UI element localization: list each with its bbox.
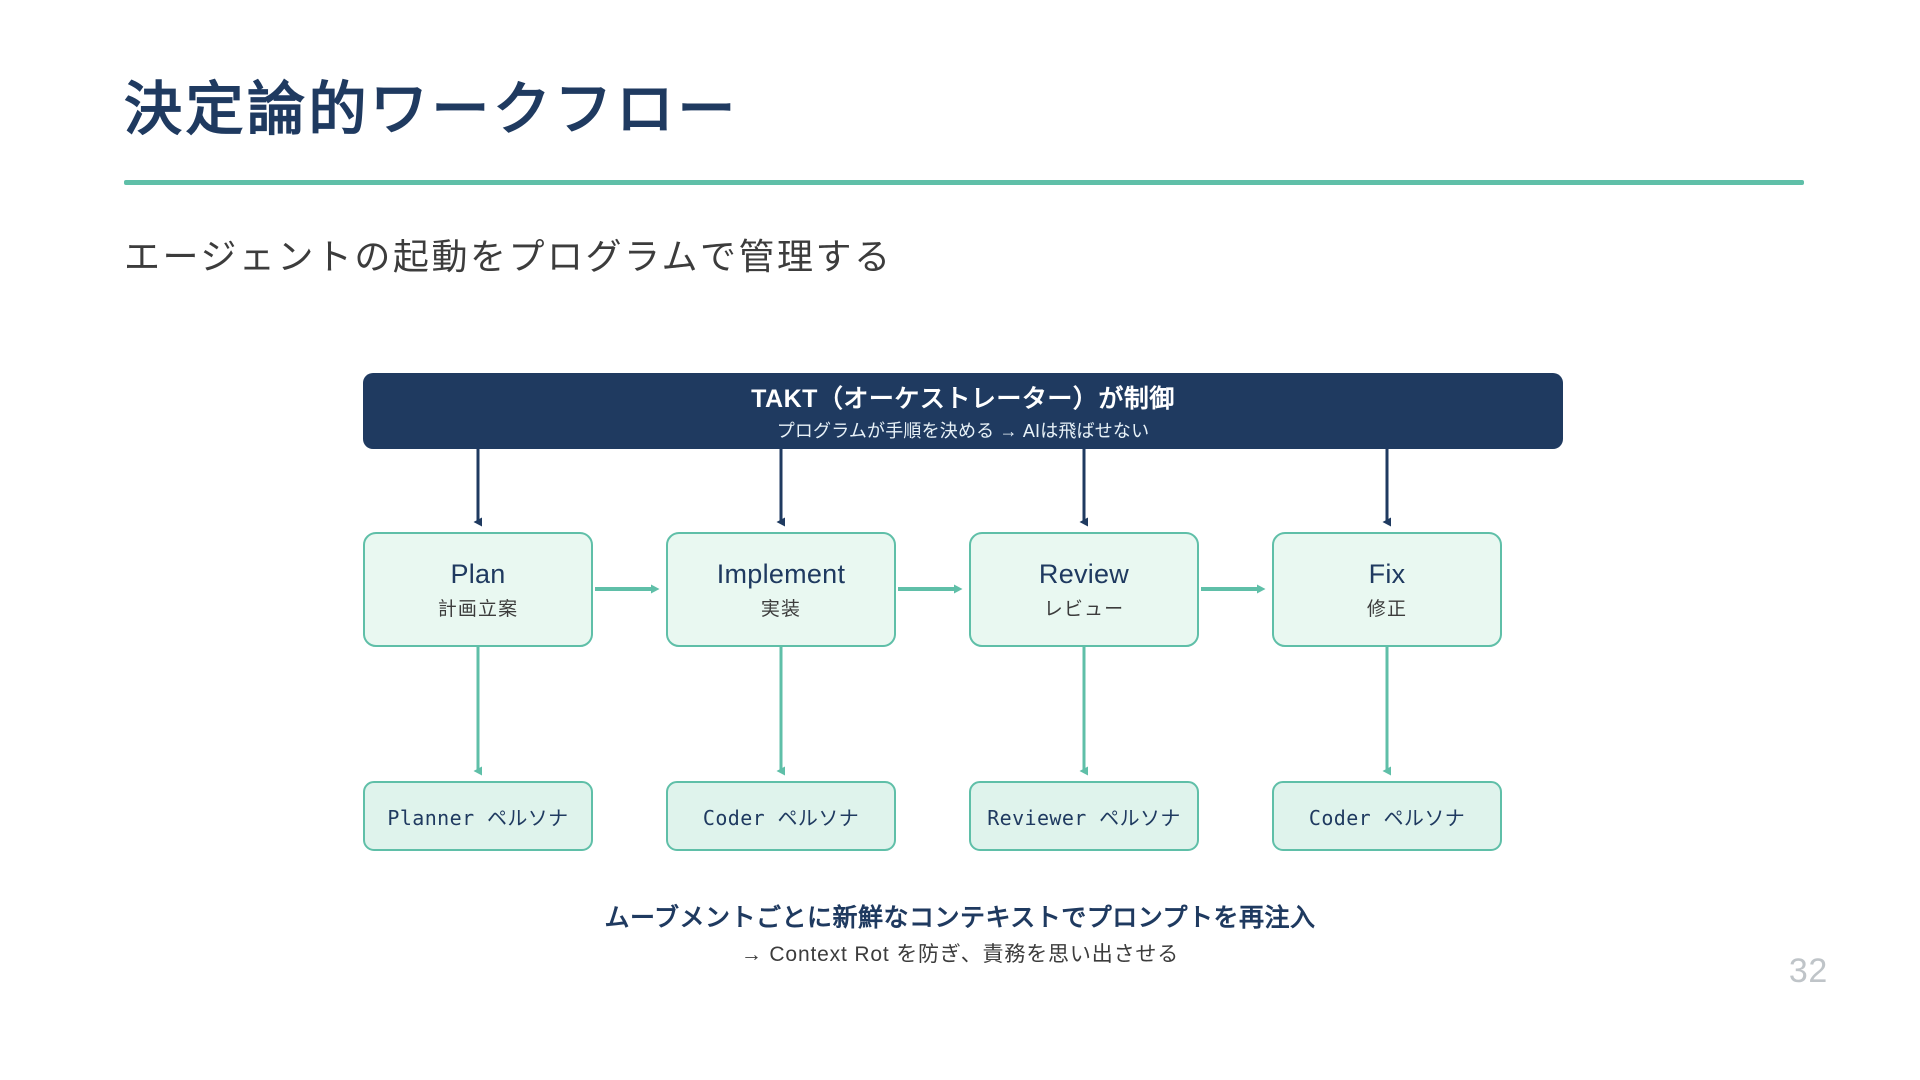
stage-box-plan: Plan 計画立案 xyxy=(363,532,593,647)
stage-label-ja: 実装 xyxy=(760,598,802,620)
stage-label-en: Plan xyxy=(450,558,506,589)
orchestrator-banner: TAKT（オーケストレーター）が制御 プログラムが手順を決める → AIは飛ばせ… xyxy=(363,373,1563,449)
page-title: 決定論的ワークフロー xyxy=(124,77,739,142)
persona-box-coder-fix: Coder ペルソナ xyxy=(1272,781,1502,851)
stage-box-fix: Fix 修正 xyxy=(1272,532,1502,647)
page-subtitle: エージェントの起動をプログラムで管理する xyxy=(124,236,893,277)
persona-label: Coder ペルソナ xyxy=(1308,805,1466,830)
stage-label-ja: レビュー xyxy=(1043,598,1125,620)
footer-secondary-note: → Context Rot を防ぎ、責務を思い出させる xyxy=(740,943,1180,966)
page-number: 32 xyxy=(1788,952,1828,990)
title-underline-rule xyxy=(124,180,1804,185)
persona-label: Coder ペルソナ xyxy=(702,805,860,830)
persona-label: Reviewer ペルソナ xyxy=(987,805,1181,830)
stage-box-review: Review レビュー xyxy=(969,532,1199,647)
workflow-diagram: TAKT（オーケストレーター）が制御 プログラムが手順を決める → AIは飛ばせ… xyxy=(363,373,1563,873)
persona-label: Planner ペルソナ xyxy=(387,805,569,830)
stage-label-en: Review xyxy=(1038,558,1130,589)
orchestrator-subtitle: プログラムが手順を決める → AIは飛ばせない xyxy=(776,421,1150,441)
stage-label-en: Implement xyxy=(716,558,846,589)
footer-primary-note: ムーブメントごとに新鮮なコンテキストでプロンプトを再注入 xyxy=(604,904,1316,932)
stage-label-en: Fix xyxy=(1368,558,1406,589)
persona-box-planner: Planner ペルソナ xyxy=(363,781,593,851)
persona-box-coder-implement: Coder ペルソナ xyxy=(666,781,896,851)
stage-label-ja: 修正 xyxy=(1366,598,1408,620)
stage-box-implement: Implement 実装 xyxy=(666,532,896,647)
orchestrator-title: TAKT（オーケストレーター）が制御 xyxy=(751,385,1175,413)
stage-label-ja: 計画立案 xyxy=(437,598,519,620)
persona-box-reviewer: Reviewer ペルソナ xyxy=(969,781,1199,851)
